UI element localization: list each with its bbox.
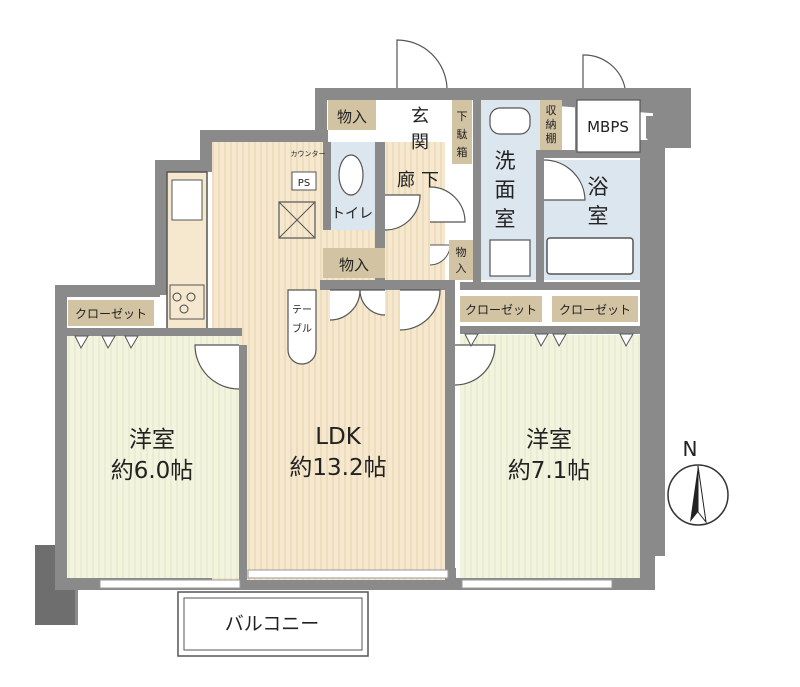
west-bedroom-size: 約6.0帖 [111, 458, 194, 484]
north-arrow-icon [667, 464, 729, 526]
entrance-door[interactable] [396, 39, 448, 89]
bathtub [546, 237, 634, 275]
ldk-door[interactable] [399, 289, 441, 331]
shoe-box-label: 箱 [457, 145, 468, 159]
east-bedroom-door[interactable] [454, 344, 496, 386]
storage-shelf-label: 棚 [546, 131, 557, 145]
interior-walls [62, 100, 643, 580]
mbps-box [576, 99, 641, 153]
ldk-size: 約13.2帖 [289, 455, 386, 481]
entrance-label: 玄 [411, 106, 429, 127]
east-bedroom-floor [460, 335, 640, 578]
bath-label: 浴 [588, 175, 609, 199]
washroom-label: 洗 [495, 149, 516, 173]
closet-east-label: クローゼット [465, 303, 537, 317]
ps-shaft [278, 201, 316, 239]
hallway-label: 下 [421, 170, 439, 191]
mbps-label: MBPS [587, 118, 629, 136]
closet-small-label: 入 [456, 262, 467, 275]
washroom-label: 面 [495, 178, 516, 202]
toilet-label: トイレ [331, 206, 373, 222]
west-bedroom-name: 洋室 [129, 427, 175, 453]
windows [99, 569, 613, 589]
washer-pan [489, 239, 531, 277]
storage-shelf-label: 納 [546, 118, 557, 131]
bath-label: 室 [588, 204, 609, 228]
toilet-bowl [338, 154, 364, 196]
washroom-basin [489, 107, 531, 135]
closet-mid-label: 物入 [339, 256, 369, 274]
label-boxes [68, 100, 638, 326]
table [287, 289, 317, 365]
west-bedroom-door[interactable] [194, 344, 240, 390]
sink [171, 179, 203, 221]
stove-burner [172, 292, 182, 302]
washroom-label: 室 [495, 207, 516, 231]
east-bedroom-size: 約7.1帖 [508, 458, 591, 484]
closet-west-label: クローゼット [75, 307, 147, 321]
closet-small-label: 物 [456, 245, 467, 259]
table-label: ブル [292, 322, 312, 335]
bath-door[interactable] [543, 159, 586, 201]
balcony-label: バルコニー [225, 613, 320, 635]
washroom-door[interactable] [429, 186, 466, 223]
hallway-label: 廊 [397, 170, 415, 191]
entrance-label: 関 [411, 132, 429, 153]
hall-closet-door[interactable] [429, 244, 451, 266]
stove-burner [186, 292, 196, 302]
stove [169, 284, 205, 320]
ps-label-box [291, 171, 317, 191]
ps-label: PS [298, 178, 310, 189]
compass-label: N [683, 437, 698, 461]
closet-top-label: 物入 [337, 108, 367, 126]
closet-fold-doors [74, 333, 634, 350]
balcony [177, 591, 369, 657]
mbps-door[interactable] [582, 54, 626, 89]
counter-label: カウンター [291, 149, 326, 158]
shoe-box-label: 駄 [457, 127, 468, 141]
closet-door[interactable] [359, 289, 386, 316]
east-bedroom-name: 洋室 [526, 427, 572, 453]
stove-burner [179, 304, 189, 314]
ldk-name: LDK [315, 424, 362, 450]
storage-shelf-label: 収 [546, 104, 557, 117]
closet-east-label: クローゼット [559, 303, 631, 317]
shoe-box-label: 下 [457, 110, 468, 123]
table-label: テー [292, 305, 312, 316]
toilet-door[interactable] [384, 194, 421, 231]
